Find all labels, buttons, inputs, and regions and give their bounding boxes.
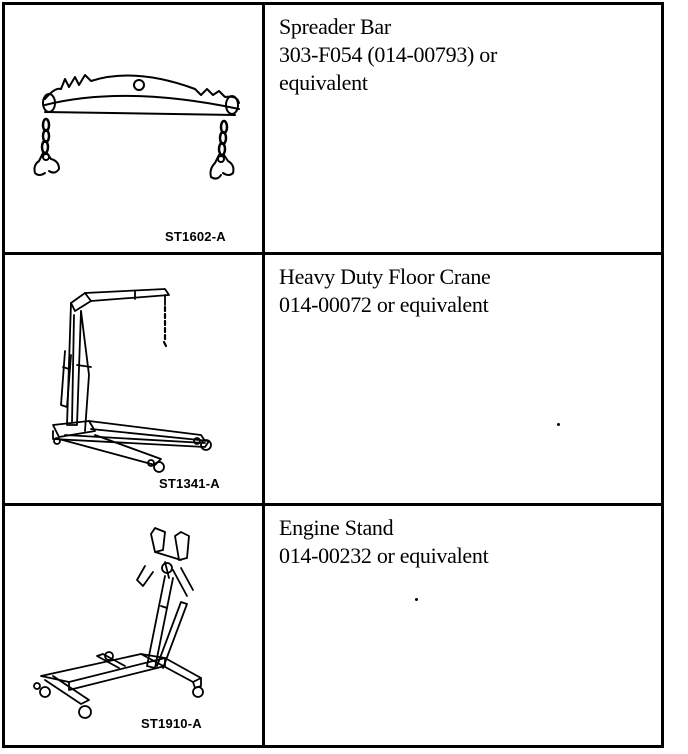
tool-description-cell: Engine Stand 014-00232 or equivalent xyxy=(265,506,661,745)
tool-name: Engine Stand xyxy=(279,515,394,540)
tool-description-cell: Heavy Duty Floor Crane 014-00072 or equi… xyxy=(265,255,661,503)
tool-row-engine-stand: ST1910-A Engine Stand 014-00232 or equiv… xyxy=(5,506,661,745)
tool-image-cell: ST1341-A xyxy=(5,255,265,503)
figure-code: ST1602-A xyxy=(165,229,226,244)
engine-stand-icon xyxy=(33,527,204,719)
tool-description-cell: Spreader Bar 303-F054 (014-00793) or equ… xyxy=(265,5,661,252)
tool-note: equivalent xyxy=(279,70,368,95)
special-tools-table: ST1602-A Spreader Bar 303-F054 (014-0079… xyxy=(2,2,664,748)
figure-code: ST1341-A xyxy=(159,476,220,491)
tool-image-cell: ST1602-A xyxy=(5,5,265,252)
tool-name: Spreader Bar xyxy=(279,14,391,39)
tool-row-spreader-bar: ST1602-A Spreader Bar 303-F054 (014-0079… xyxy=(5,5,661,255)
tool-name: Heavy Duty Floor Crane xyxy=(279,264,491,289)
tool-part-number: 014-00072 or equivalent xyxy=(279,292,489,317)
figure-code: ST1910-A xyxy=(141,716,202,731)
tool-image-cell: ST1910-A xyxy=(5,506,265,745)
tool-part-number: 303-F054 (014-00793) or xyxy=(279,42,497,67)
tool-part-number: 014-00232 or equivalent xyxy=(279,543,489,568)
floor-crane-icon xyxy=(52,288,212,473)
tool-row-floor-crane: ST1341-A Heavy Duty Floor Crane 014-0007… xyxy=(5,255,661,506)
spreader-bar-icon xyxy=(33,74,240,180)
speck xyxy=(415,598,418,601)
speck xyxy=(557,423,560,426)
